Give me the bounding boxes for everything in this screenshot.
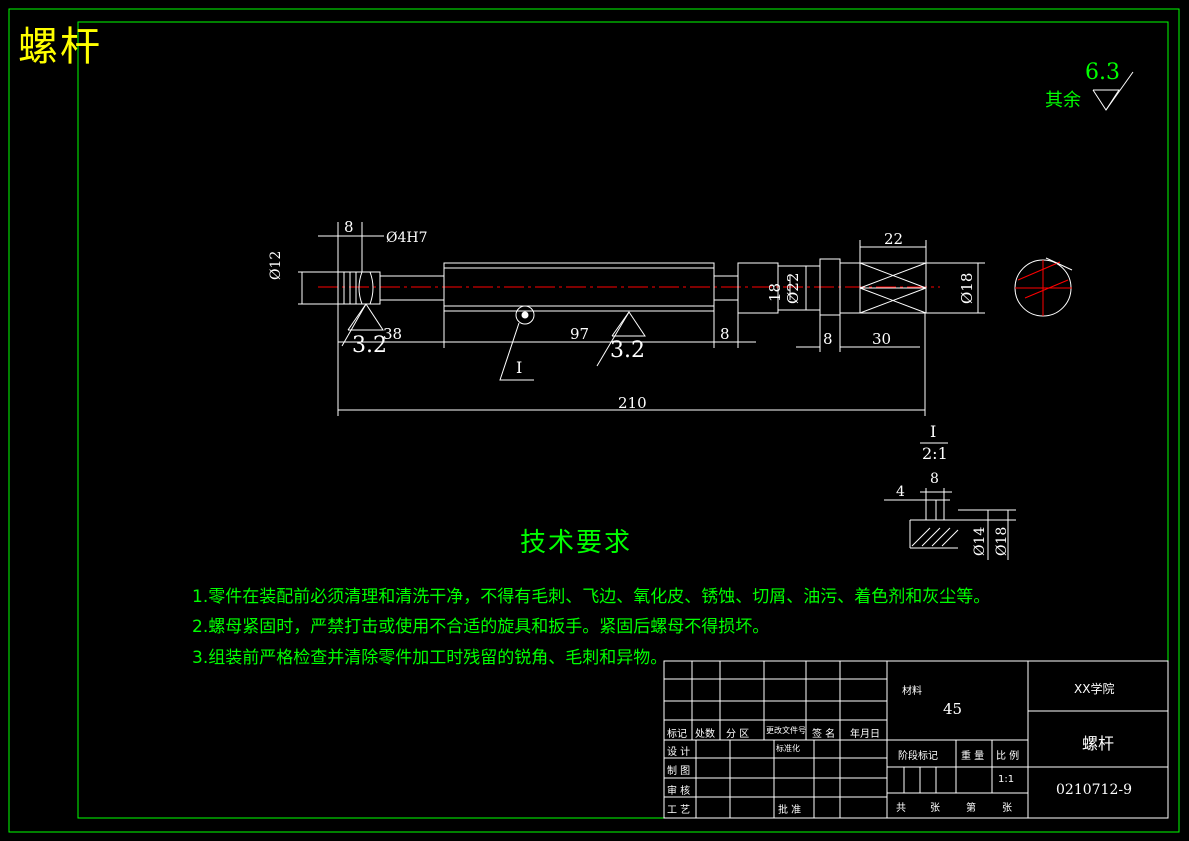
scale-value: 1:1 <box>998 774 1015 785</box>
dim-w8: 8 <box>344 218 354 236</box>
roughness-note-value: 6.3 <box>1085 60 1120 85</box>
drawing-title: 螺杆 <box>18 24 102 70</box>
roughness-3-2-left: 3.2 <box>352 333 387 358</box>
rev-header-sign: 签 名 <box>812 729 836 740</box>
tech-requirement-1: 1.零件在装配前必须清理和清洗干净，不得有毛刺、飞边、氧化皮、锈蚀、切屑、油污、… <box>192 587 991 607</box>
material-value: 45 <box>943 700 963 718</box>
sheet-unit-2: 张 <box>1002 803 1012 814</box>
dim-22-top: 22 <box>884 230 904 248</box>
dim-d18b: Ø18 <box>958 272 976 304</box>
rev-header-mark: 标记 <box>667 729 687 740</box>
sheet-total: 共 <box>896 803 906 814</box>
dim-8a: 8 <box>720 325 730 343</box>
dim-97: 97 <box>570 325 590 343</box>
drawing-number: 0210712-9 <box>1056 782 1132 798</box>
role-process: 工 艺 <box>667 805 691 816</box>
title-block-grid <box>663 660 1169 819</box>
tech-requirement-2: 2.螺母紧固时，严禁打击或使用不合适的旋具和扳手。紧固后螺母不得损坏。 <box>192 617 770 637</box>
rev-header-count: 处数 <box>695 729 715 740</box>
rev-header-date: 年月日 <box>850 729 880 740</box>
role-design: 设 计 <box>667 747 691 758</box>
outer-frame <box>8 8 1180 833</box>
roughness-note-prefix: 其余 <box>1045 90 1081 111</box>
detail-label: I <box>930 422 937 441</box>
dimension-lines <box>298 222 985 416</box>
weight-label: 重 量 <box>961 751 985 762</box>
dim-18a: 18 <box>766 282 784 302</box>
dim-210: 210 <box>618 394 647 412</box>
part-name: 螺杆 <box>1082 734 1115 753</box>
detail-dim-d14: Ø14 <box>972 526 988 556</box>
sheet-current: 第 <box>966 803 976 814</box>
tech-requirement-3: 3.组装前严格检查并清除零件加工时残留的锐角、毛刺和异物。 <box>192 648 668 668</box>
dim-d4h7: Ø4H7 <box>386 230 428 246</box>
section-view <box>1014 257 1073 317</box>
detail-dim-d18: Ø18 <box>994 526 1010 556</box>
roughness-3-2-mid: 3.2 <box>610 338 645 363</box>
rev-header-zone: 分 区 <box>726 729 750 740</box>
approve-label: 批 准 <box>778 805 802 816</box>
dim-d22: Ø22 <box>784 272 802 304</box>
std-label: 标准化 <box>776 744 800 753</box>
roughness-symbols <box>341 71 1134 381</box>
material-label: 材料 <box>902 686 922 697</box>
school-name: XX学院 <box>1074 682 1115 696</box>
detail-dim-8: 8 <box>930 471 939 487</box>
stage-label: 阶段标记 <box>898 751 938 762</box>
detail-scale: 2:1 <box>922 444 948 463</box>
detail-dim-4: 4 <box>896 484 905 500</box>
role-check: 审 核 <box>667 786 691 797</box>
inner-frame <box>77 21 1169 819</box>
shaft-outline <box>337 258 927 325</box>
detail-view <box>884 442 1016 560</box>
tech-requirements-title: 技术要求 <box>520 528 633 558</box>
dim-8b: 8 <box>823 330 833 348</box>
rev-header-doc: 更改文件号 <box>766 726 806 735</box>
detail-callout-label: I <box>516 358 523 377</box>
sheet-unit-1: 张 <box>930 803 940 814</box>
scale-label: 比 例 <box>996 751 1020 762</box>
role-draw: 制 图 <box>667 766 691 777</box>
dim-30: 30 <box>872 330 892 348</box>
dim-d12: Ø12 <box>268 250 284 280</box>
dim-38: 38 <box>383 325 403 343</box>
